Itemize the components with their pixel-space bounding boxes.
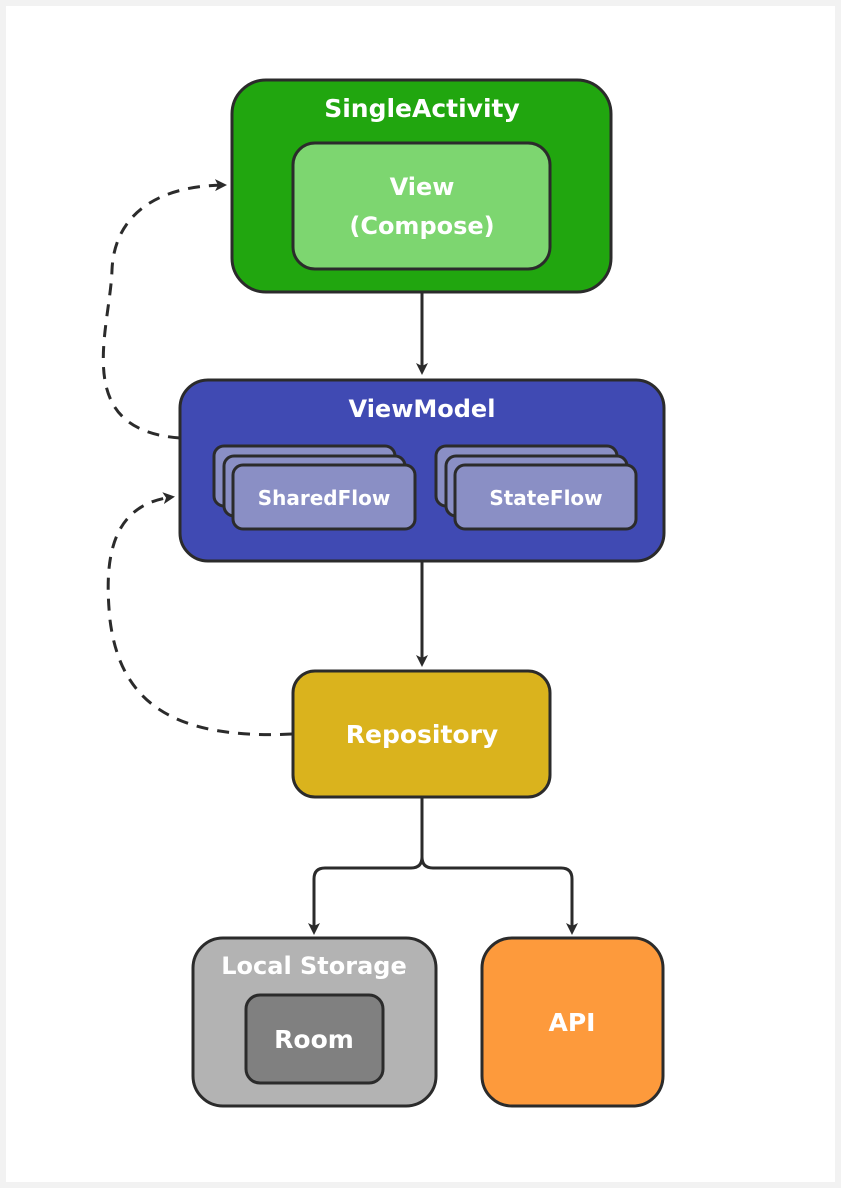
viewmodel-node: ViewModel SharedFlow StateFlow [178,378,666,563]
dashed-arrow-viewmodel-to-activity [101,179,227,440]
room-node: Room [244,993,385,1085]
dashed-arrow-repository-to-viewmodel [106,492,293,737]
shared-flow-stack: SharedFlow [212,444,417,531]
api-node: API [480,936,665,1108]
arrow-repository-to-api [420,856,578,935]
viewmodel-label: ViewModel [349,395,496,423]
view-label-line1: View [390,173,455,201]
state-flow-stack: StateFlow [434,444,638,531]
room-label: Room [274,1025,354,1054]
single-activity-node: SingleActivity View (Compose) [230,78,613,294]
view-label-line2: (Compose) [349,212,494,240]
state-flow-label: StateFlow [489,486,602,510]
repository-node: Repository [291,669,552,799]
local-storage-node: Local Storage Room [191,936,438,1108]
arrow-repository-to-local-storage [308,797,424,935]
single-activity-label: SingleActivity [324,94,520,123]
repository-label: Repository [346,720,498,749]
api-label: API [549,1008,596,1037]
shared-flow-label: SharedFlow [258,486,391,510]
local-storage-label: Local Storage [221,952,407,980]
view-node: View (Compose) [291,141,552,271]
